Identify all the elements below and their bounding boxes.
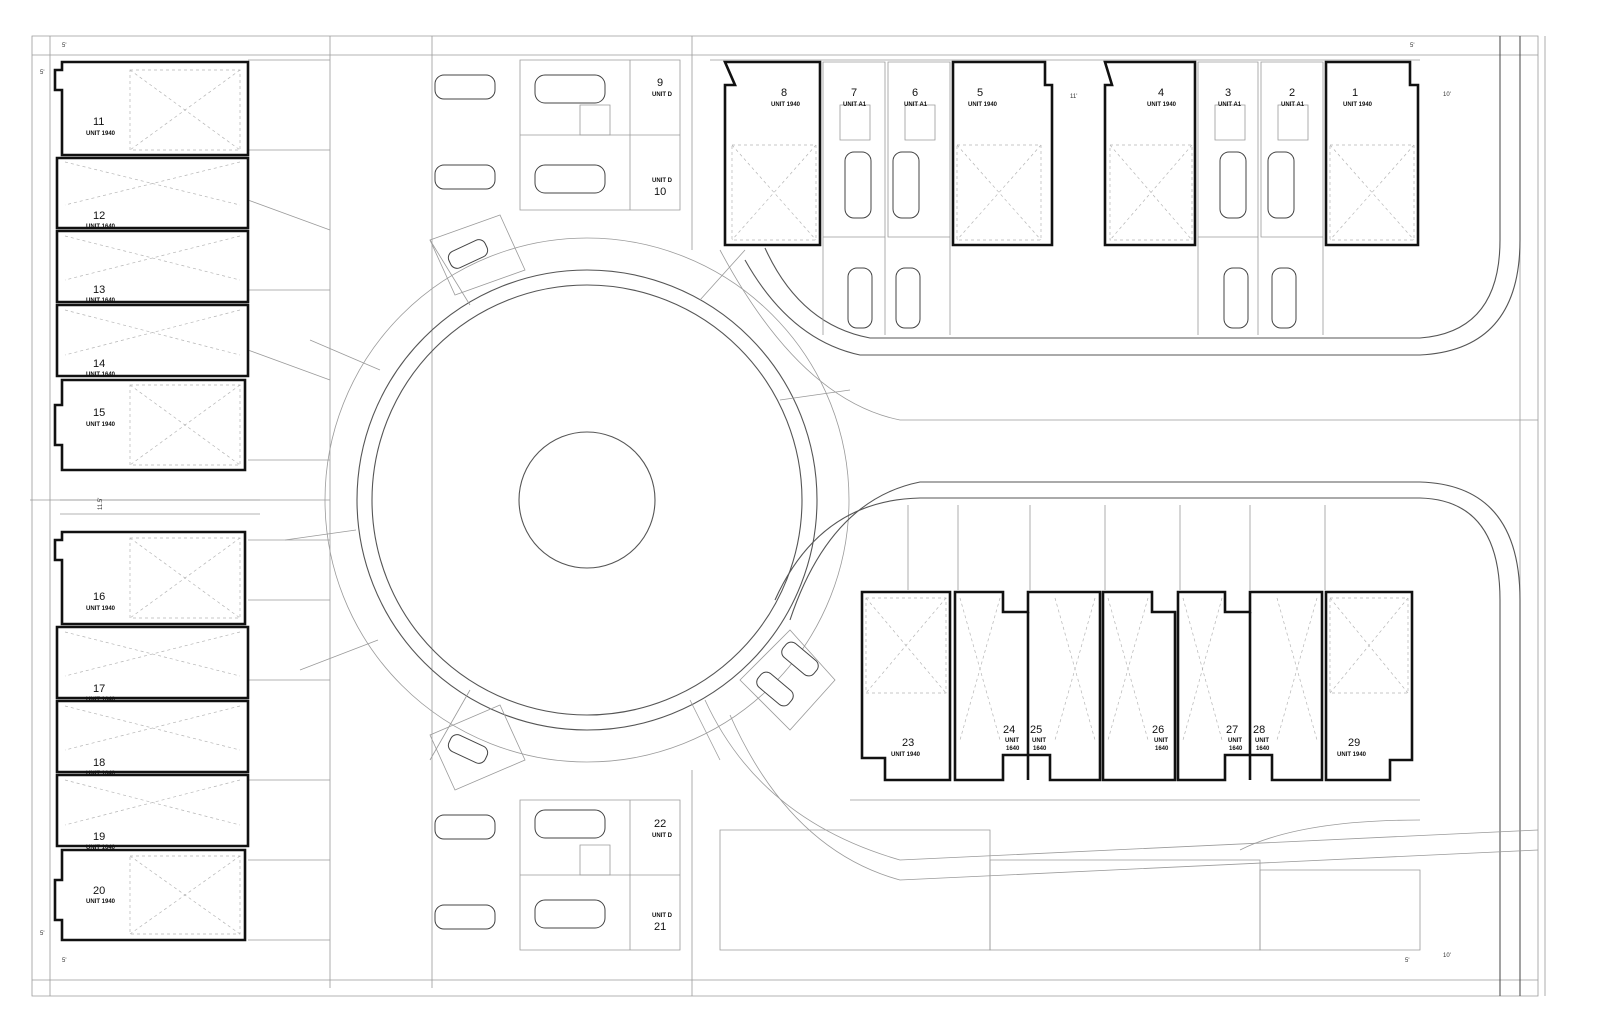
unit-8-number: 8	[781, 87, 787, 99]
unit-2-number: 2	[1289, 87, 1295, 99]
unit-21-type: UNIT D	[652, 913, 673, 919]
unit-6-type: UNIT A1	[904, 102, 928, 108]
unit-17-number: 17	[93, 683, 105, 695]
unit-12-type: UNIT 1640	[86, 224, 116, 230]
unit-22-type: UNIT D	[652, 833, 673, 839]
unit-25-type-a: UNIT	[1032, 738, 1046, 744]
unit-14-number: 14	[93, 358, 105, 370]
unit-7-number: 7	[851, 87, 857, 99]
dim-label: 11'	[1070, 94, 1077, 100]
unit-15-number: 15	[93, 407, 105, 419]
unit-2-type: UNIT A1	[1281, 102, 1305, 108]
bottom-row-labels: 23 UNIT 1940 24 UNIT 1640 25 UNIT 1640 2…	[891, 724, 1367, 758]
unit-20-type: UNIT 1940	[86, 899, 116, 905]
top-row-labels: 8 UNIT 1940 7 UNIT A1 6 UNIT A1 5 UNIT 1…	[771, 87, 1373, 108]
unit-28-type-a: UNIT	[1255, 738, 1269, 744]
unit-10-type: UNIT D	[652, 178, 673, 184]
unit-17-type: UNIT 1640	[86, 697, 116, 703]
unit-5-number: 5	[977, 87, 983, 99]
unit-27-type-a: UNIT	[1228, 738, 1242, 744]
car-icon	[845, 152, 1296, 328]
unit-13-type: UNIT 1640	[86, 298, 116, 304]
unit-d-blocks: 9 UNIT D UNIT D 10 22 UNIT D UNIT D 21	[435, 60, 680, 950]
unit-19-number: 19	[93, 831, 105, 843]
unit-16-type: UNIT 1940	[86, 606, 116, 612]
property-lines	[32, 36, 1545, 996]
dim-label: 5'	[40, 931, 44, 937]
dim-label: 10'	[1443, 953, 1451, 959]
unit-11-number: 11	[93, 116, 104, 128]
dim-label: 5'	[62, 958, 66, 964]
unit-10-number: 10	[654, 186, 666, 198]
unit-24-number: 24	[1003, 724, 1015, 736]
unit-27-type-b: 1640	[1229, 746, 1243, 752]
dim-label: 5'	[1410, 43, 1414, 49]
unit-9-type: UNIT D	[652, 92, 673, 98]
unit-20-number: 20	[93, 885, 105, 897]
parking-pads	[430, 215, 835, 790]
dim-label: 11.5'	[98, 498, 104, 510]
top-row-buildings	[710, 60, 1420, 335]
left-row-labels: 11 UNIT 1940 12 UNIT 1640 13 UNIT 1640 1…	[86, 116, 116, 905]
unit-27-number: 27	[1226, 724, 1238, 736]
unit-19-type: UNIT 1640	[86, 845, 116, 851]
unit-12-number: 12	[93, 210, 105, 222]
unit-7-type: UNIT A1	[843, 102, 867, 108]
unit-3-type: UNIT A1	[1218, 102, 1242, 108]
dim-label: 10'	[1443, 92, 1451, 98]
unit-26-type-b: 1640	[1155, 746, 1169, 752]
unit-22-number: 22	[654, 818, 666, 830]
unit-4-number: 4	[1158, 87, 1164, 99]
unit-26-type-a: UNIT	[1154, 738, 1168, 744]
unit-1-type: UNIT 1940	[1343, 102, 1373, 108]
unit-11-type: UNIT 1940	[86, 131, 116, 137]
unit-25-number: 25	[1030, 724, 1042, 736]
unit-18-number: 18	[93, 757, 105, 769]
bottom-row-buildings	[720, 505, 1420, 950]
left-row-buildings	[30, 60, 330, 940]
center-island	[519, 432, 655, 568]
unit-28-type-b: 1640	[1256, 746, 1270, 752]
unit-23-type: UNIT 1940	[891, 752, 921, 758]
dim-label: 5'	[62, 43, 66, 49]
unit-8-type: UNIT 1940	[771, 102, 801, 108]
unit-29-number: 29	[1348, 737, 1360, 749]
unit-23-number: 23	[902, 737, 914, 749]
car-icon	[446, 237, 821, 765]
unit-1-number: 1	[1352, 87, 1358, 99]
unit-29-type: UNIT 1940	[1337, 752, 1367, 758]
unit-15-type: UNIT 1940	[86, 422, 116, 428]
unit-28-number: 28	[1253, 724, 1265, 736]
unit-6-number: 6	[912, 87, 918, 99]
unit-21-number: 21	[654, 921, 666, 933]
unit-4-type: UNIT 1940	[1147, 102, 1177, 108]
unit-24-type-a: UNIT	[1005, 738, 1019, 744]
dim-label: 5'	[1405, 958, 1409, 964]
unit-5-type: UNIT 1940	[968, 102, 998, 108]
unit-26-number: 26	[1152, 724, 1164, 736]
unit-16-number: 16	[93, 591, 105, 603]
dim-label: 5'	[40, 70, 44, 76]
unit-25-type-b: 1640	[1033, 746, 1047, 752]
unit-18-type: UNIT 1640	[86, 771, 116, 777]
unit-9-number: 9	[657, 77, 663, 89]
car-icon	[435, 75, 605, 929]
unit-14-type: UNIT 1640	[86, 372, 116, 378]
unit-13-number: 13	[93, 284, 105, 296]
unit-3-number: 3	[1225, 87, 1231, 99]
unit-24-type-b: 1640	[1006, 746, 1020, 752]
dimension-labels: 5' 5' 5' 5' 5' 5' 10' 10' 11' 11.5'	[40, 43, 1451, 964]
